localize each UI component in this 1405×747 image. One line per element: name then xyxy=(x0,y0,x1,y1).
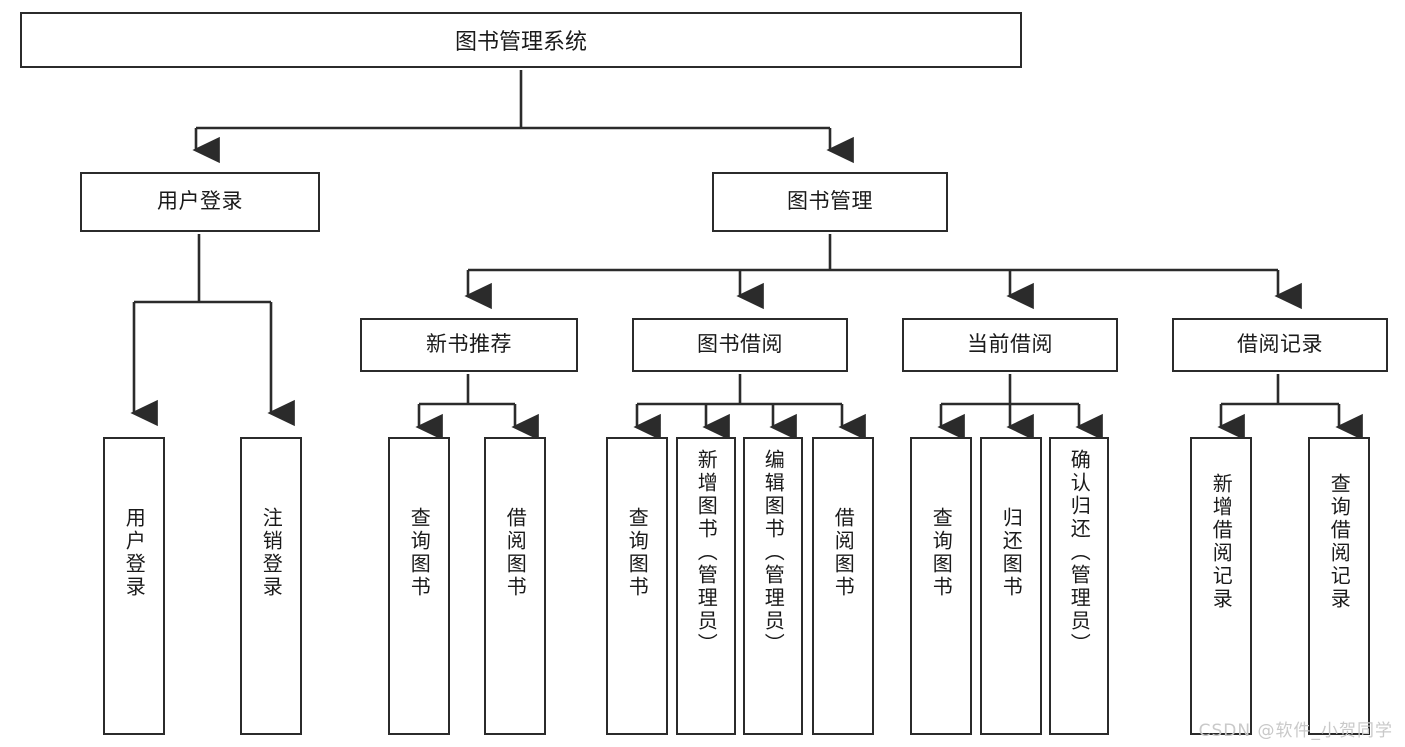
node-root-system[interactable]: 图书管理系统 xyxy=(20,12,1022,68)
node-book-borrow[interactable]: 图书借阅 xyxy=(632,318,848,372)
leaf-current-confirm-return-admin[interactable]: 确认归还（管理员） xyxy=(1049,437,1109,735)
leaf-label: 查询图书 xyxy=(407,507,432,599)
leaf-user-login-logout[interactable]: 注销登录 xyxy=(240,437,302,735)
node-user-login[interactable]: 用户登录 xyxy=(80,172,320,232)
leaf-label: 确认归还（管理员） xyxy=(1067,449,1092,656)
leaf-label: 新增图书（管理员） xyxy=(694,449,719,656)
leaf-borrow-add-book-admin[interactable]: 新增图书（管理员） xyxy=(676,437,736,735)
leaf-recommend-borrow-book[interactable]: 借阅图书 xyxy=(484,437,546,735)
node-borrow-records[interactable]: 借阅记录 xyxy=(1172,318,1388,372)
leaf-records-add-record[interactable]: 新增借阅记录 xyxy=(1190,437,1252,735)
node-new-book-recommend[interactable]: 新书推荐 xyxy=(360,318,578,372)
leaf-label: 用户登录 xyxy=(122,507,147,599)
node-current-borrow[interactable]: 当前借阅 xyxy=(902,318,1118,372)
leaf-borrow-query-book[interactable]: 查询图书 xyxy=(606,437,668,735)
leaf-label: 编辑图书（管理员） xyxy=(761,449,786,656)
leaf-user-login-login[interactable]: 用户登录 xyxy=(103,437,165,735)
leaf-label: 查询借阅记录 xyxy=(1327,473,1352,611)
leaf-records-query-record[interactable]: 查询借阅记录 xyxy=(1308,437,1370,735)
leaf-label: 借阅图书 xyxy=(503,507,528,599)
leaf-borrow-borrow-book[interactable]: 借阅图书 xyxy=(812,437,874,735)
leaf-label: 归还图书 xyxy=(999,507,1024,599)
leaf-borrow-edit-book-admin[interactable]: 编辑图书（管理员） xyxy=(743,437,803,735)
leaf-current-return-book[interactable]: 归还图书 xyxy=(980,437,1042,735)
leaf-label: 注销登录 xyxy=(259,507,284,599)
leaf-recommend-query-book[interactable]: 查询图书 xyxy=(388,437,450,735)
watermark-text: CSDN @软件_小贺同学 xyxy=(1198,721,1393,741)
leaf-label: 借阅图书 xyxy=(831,507,856,599)
leaf-current-query-book[interactable]: 查询图书 xyxy=(910,437,972,735)
leaf-label: 新增借阅记录 xyxy=(1209,473,1234,611)
leaf-label: 查询图书 xyxy=(929,507,954,599)
leaf-label: 查询图书 xyxy=(625,507,650,599)
node-book-management[interactable]: 图书管理 xyxy=(712,172,948,232)
